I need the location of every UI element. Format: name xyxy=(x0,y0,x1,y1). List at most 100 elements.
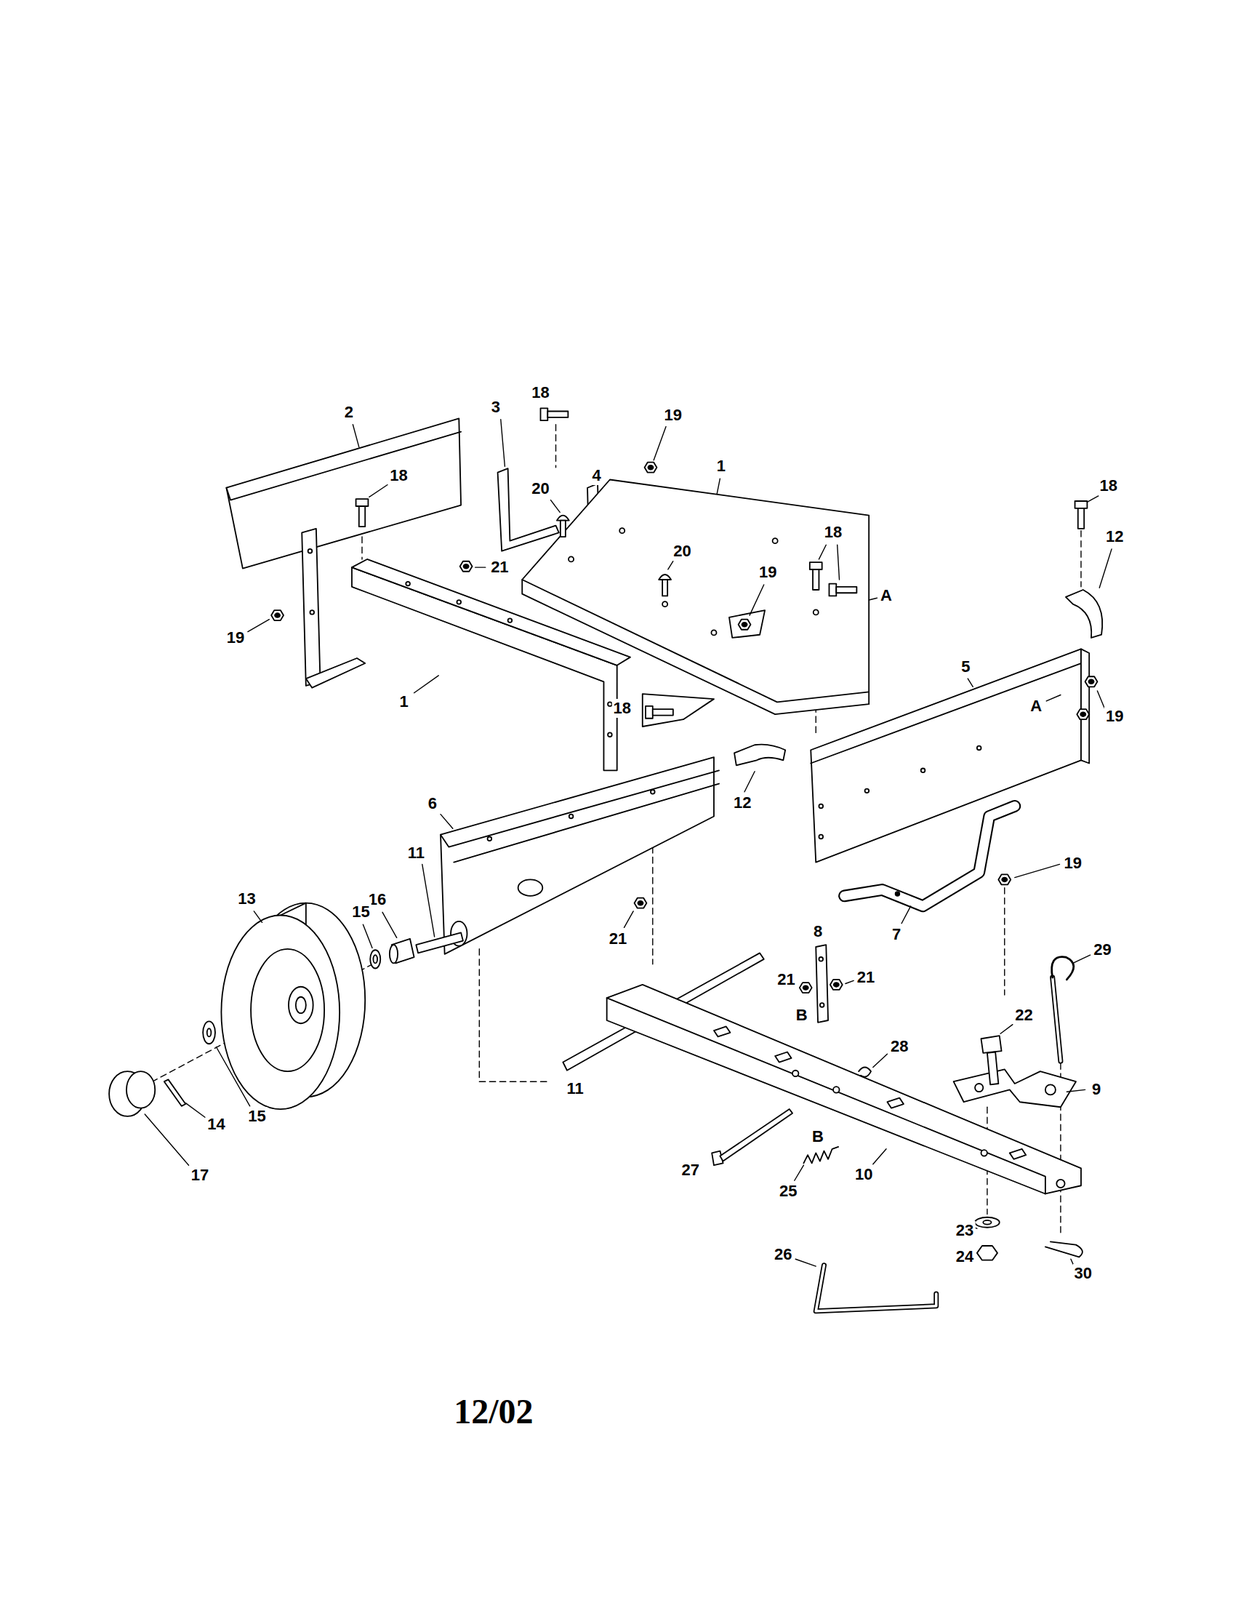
callout-number: 12 xyxy=(732,793,753,813)
bed-floor xyxy=(521,479,869,715)
hardware xyxy=(738,619,751,630)
callout-letter: A xyxy=(878,585,894,605)
callout-number: 19 xyxy=(225,628,246,648)
hardware xyxy=(356,498,369,527)
bed-floor xyxy=(772,537,778,544)
leader-line xyxy=(551,500,561,513)
axle-stub xyxy=(389,944,398,963)
hardware xyxy=(644,462,658,473)
callout-number: 1 xyxy=(715,456,728,476)
callout-number: 23 xyxy=(954,1220,975,1240)
hitch-plate xyxy=(974,1083,983,1092)
assembly-line xyxy=(555,424,557,468)
callout-number: 8 xyxy=(812,921,824,941)
hardware xyxy=(271,407,1098,993)
handle-rod xyxy=(815,1264,937,1311)
leader-line xyxy=(144,1113,189,1165)
hardware xyxy=(271,609,284,621)
tailgate-panel xyxy=(226,418,461,568)
assembly-line xyxy=(1080,530,1082,587)
fasteners xyxy=(711,1067,871,1166)
hitch-pin xyxy=(1052,977,1061,1061)
leader-line xyxy=(1000,1024,1013,1034)
leader-line xyxy=(369,484,388,498)
handle-rod xyxy=(815,1264,937,1311)
axle-channel xyxy=(440,756,720,954)
axle-channel xyxy=(440,769,720,847)
latch-bar xyxy=(815,944,829,1023)
hinge-bracket xyxy=(301,528,320,686)
bracket xyxy=(497,468,560,552)
callout-number: 18 xyxy=(822,522,844,542)
wheel xyxy=(288,986,314,1024)
hitch-pin xyxy=(1051,956,1074,1062)
leader-line xyxy=(668,561,674,570)
support-bracket xyxy=(844,805,1015,906)
axle-channel xyxy=(453,783,720,863)
assembly-line xyxy=(479,1080,551,1082)
support-bracket xyxy=(895,891,901,896)
wheel xyxy=(295,996,307,1013)
hitch-plate xyxy=(1045,1083,1056,1095)
hardware xyxy=(460,561,473,572)
hardware xyxy=(830,979,843,990)
callout-number: 7 xyxy=(890,924,903,944)
hardware xyxy=(998,873,1011,885)
side-rail xyxy=(810,663,1082,763)
leader-line xyxy=(818,544,826,560)
leader-line xyxy=(352,424,359,448)
axle-channel xyxy=(440,756,714,954)
leader-line xyxy=(901,905,911,924)
leader-line xyxy=(837,544,840,580)
spacer xyxy=(734,744,786,766)
assembly-line xyxy=(1003,887,1005,995)
hitch-bolt xyxy=(977,1245,998,1260)
hinge-bracket xyxy=(306,657,365,688)
bed-side xyxy=(642,693,714,727)
bed-floor xyxy=(662,601,668,607)
side-rail xyxy=(1081,648,1090,763)
leader-line xyxy=(653,426,666,461)
callout-number: 2 xyxy=(343,402,355,422)
latch-bar xyxy=(818,956,823,962)
hardware xyxy=(809,561,823,590)
leader-line xyxy=(749,584,765,616)
callout-number: 27 xyxy=(679,1160,701,1180)
callout-number: 21 xyxy=(855,967,877,987)
parts-illustration xyxy=(109,407,1112,1311)
leader-line xyxy=(794,1164,805,1180)
callout-number: 25 xyxy=(777,1181,799,1201)
hinge-bracket xyxy=(301,528,365,688)
hardware xyxy=(634,897,648,909)
leader-line xyxy=(1099,548,1112,588)
support-bracket xyxy=(844,805,1015,906)
side-rail xyxy=(921,768,926,773)
hardware xyxy=(1076,708,1090,720)
hinge-bracket xyxy=(308,548,313,554)
fasteners xyxy=(858,1067,871,1077)
hardware xyxy=(645,705,674,719)
leader-line xyxy=(1086,495,1098,502)
bed-side xyxy=(456,599,461,605)
callout-number: 3 xyxy=(490,397,502,417)
callout-number: 29 xyxy=(1091,940,1113,959)
callout-number: 13 xyxy=(236,889,257,909)
spacer xyxy=(1065,589,1103,638)
callout-number: 4 xyxy=(591,466,603,485)
callout-number: 20 xyxy=(671,541,693,561)
bed-side xyxy=(607,732,613,737)
tongue-frame xyxy=(607,984,1082,1194)
leader-line xyxy=(475,566,486,568)
callout-number: 21 xyxy=(489,557,510,577)
small-parts xyxy=(207,1027,212,1036)
callout-number: 21 xyxy=(607,929,629,949)
callout-number: 18 xyxy=(611,698,632,718)
callout-number: 18 xyxy=(1098,476,1119,496)
bed-side xyxy=(405,581,411,586)
callout-number: 18 xyxy=(529,383,551,403)
latch-bar xyxy=(815,944,829,1023)
assembly-line xyxy=(479,948,480,1082)
hardware xyxy=(556,515,570,537)
hardware xyxy=(540,407,568,421)
